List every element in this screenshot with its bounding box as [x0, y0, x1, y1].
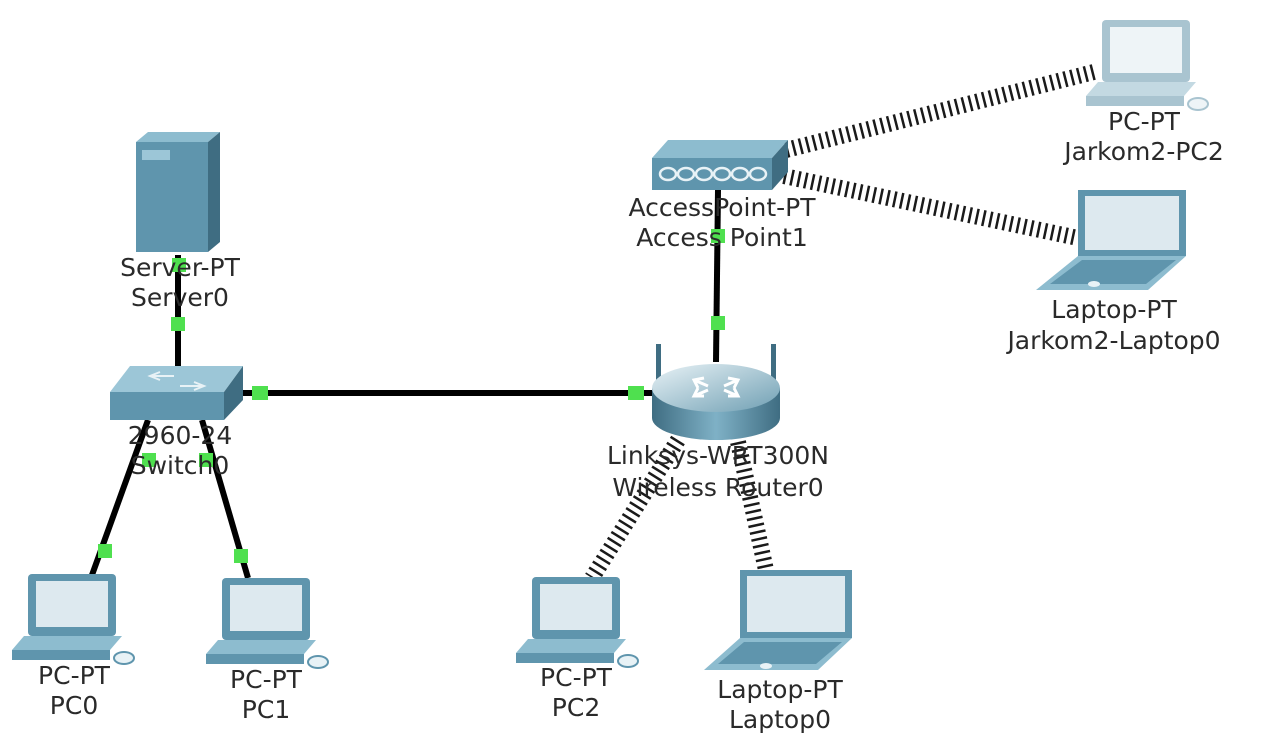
- device-name-label: Switch0: [131, 451, 230, 480]
- wireless-router-icon[interactable]: [652, 344, 780, 440]
- device-name-label: Server0: [131, 283, 229, 312]
- device-name-label: PC1: [242, 695, 290, 724]
- device-model-label: PC-PT: [230, 665, 303, 694]
- device-name-label: Jarkom2-PC2: [1062, 137, 1224, 166]
- wireless-link-accesspoint1-jarkom2-pc2[interactable]: [784, 64, 1096, 158]
- port-indicator: [199, 453, 213, 467]
- server-icon[interactable]: [136, 132, 220, 252]
- laptop-icon[interactable]: [704, 570, 852, 670]
- device-name-label: PC0: [50, 691, 98, 720]
- device-model-label: PC-PT: [1108, 107, 1181, 136]
- wired-link-router0-accesspoint1[interactable]: [713, 189, 721, 363]
- device-model-label: Laptop-PT: [1051, 295, 1177, 324]
- device-name-label: Jarkom2-Laptop0: [1005, 326, 1220, 355]
- device-model-label: Linksys-WRT300N: [607, 441, 829, 470]
- port-indicator: [98, 544, 112, 558]
- laptop-icon[interactable]: [1036, 190, 1186, 290]
- device-model-label: PC-PT: [38, 661, 111, 690]
- device-name-label: PC2: [552, 693, 600, 722]
- wireless-link-accesspoint1-jarkom2-laptop0[interactable]: [782, 168, 1080, 246]
- device-model-label: Laptop-PT: [717, 675, 843, 704]
- port-indicator: [171, 317, 185, 331]
- device-name-label: Wireless Router0: [612, 473, 823, 502]
- device-model-label: Server-PT: [120, 253, 240, 282]
- port-indicator: [142, 453, 156, 467]
- device-model-label: AccessPoint-PT: [628, 193, 816, 222]
- switch-icon[interactable]: [110, 366, 243, 420]
- port-indicator: [234, 549, 248, 563]
- device-name-label: Access Point1: [636, 223, 808, 252]
- port-indicator: [252, 386, 268, 400]
- port-indicator: [711, 316, 725, 330]
- port-indicator: [172, 258, 186, 272]
- pc-icon[interactable]: [516, 577, 639, 668]
- pc-icon[interactable]: [12, 574, 135, 665]
- pc-icon[interactable]: [1086, 20, 1209, 111]
- device-model-label: PC-PT: [540, 663, 613, 692]
- port-indicator: [711, 229, 725, 243]
- wireless-link-router0-laptop0[interactable]: [730, 440, 774, 572]
- port-indicator: [628, 386, 644, 400]
- pc-icon[interactable]: [206, 578, 329, 669]
- device-model-label: 2960-24: [128, 421, 232, 450]
- access-point-icon[interactable]: [652, 140, 788, 190]
- device-name-label: Laptop0: [729, 705, 831, 734]
